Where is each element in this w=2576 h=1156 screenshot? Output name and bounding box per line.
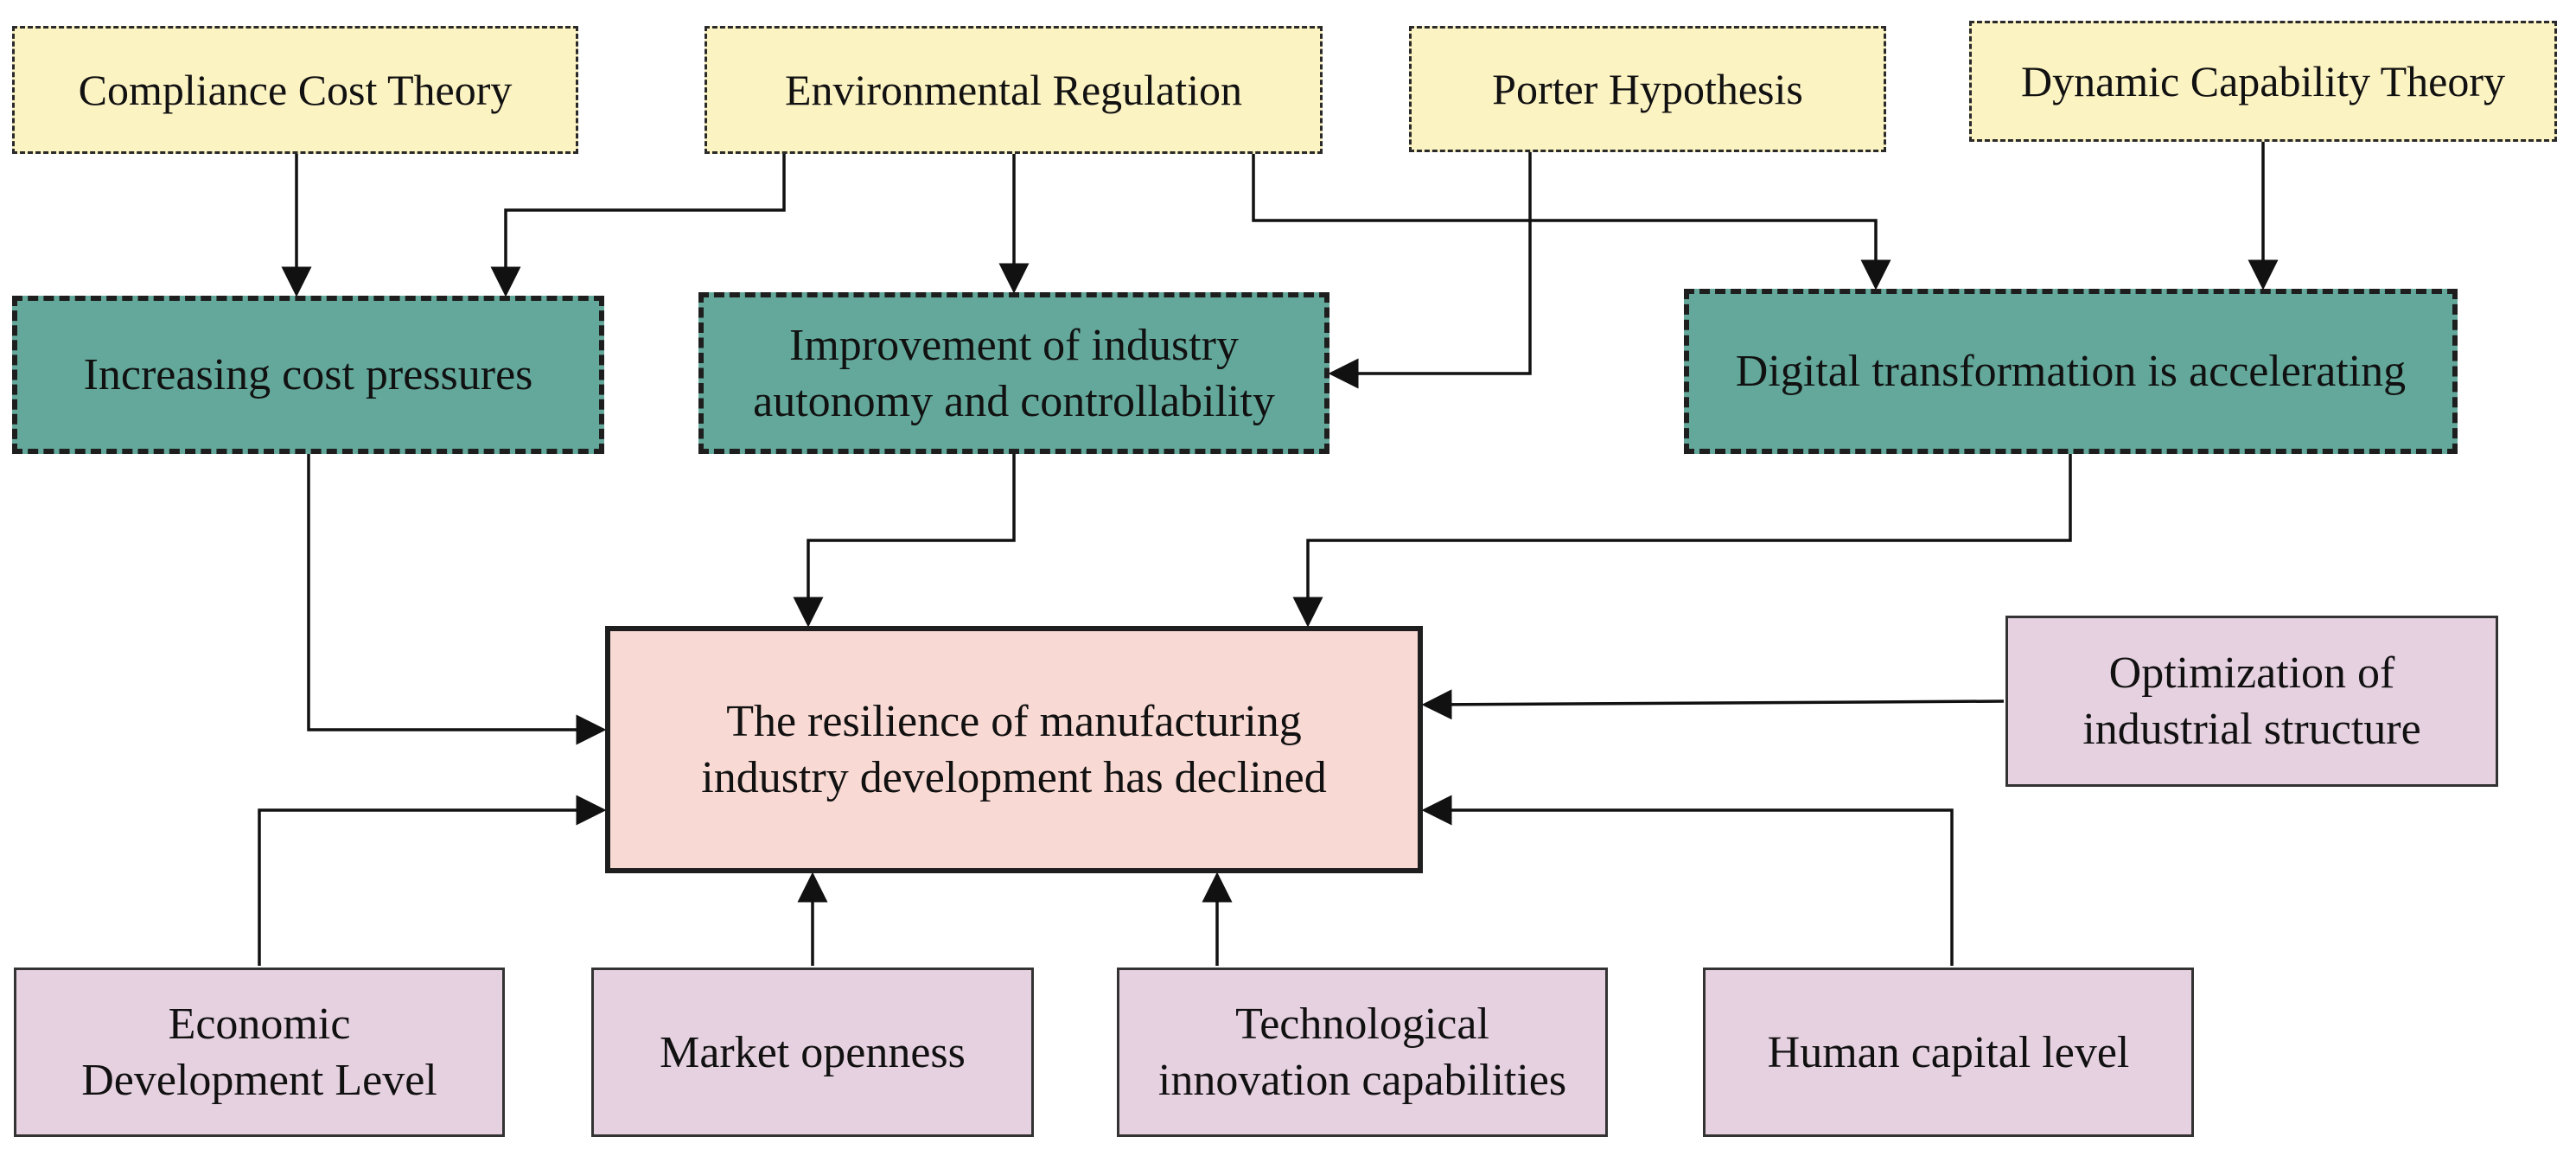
arrow-cost-to-outcome xyxy=(307,454,607,745)
compliance-cost-theory-box: Compliance Cost Theory xyxy=(12,26,578,154)
arrow-autonomy-to-outcome xyxy=(793,454,1016,628)
industrial-structure-box: Optimization of industrial structure xyxy=(2005,616,2498,787)
human-capital-box: Human capital level xyxy=(1703,968,2194,1137)
dynamic-capability-theory-box: Dynamic Capability Theory xyxy=(1969,21,2557,142)
arrow-digital-to-outcome xyxy=(1292,454,2072,628)
technological-innovation-box: Technological innovation capabilities xyxy=(1117,968,1608,1137)
cost-pressures-label: Increasing cost pressures xyxy=(83,350,533,399)
industrial-structure-label-line2: industrial structure xyxy=(2082,705,2421,754)
market-openness-label: Market openness xyxy=(660,1027,966,1077)
outcome-label-line1: The resilience of manufacturing xyxy=(726,697,1302,746)
porter-hypothesis-box: Porter Hypothesis xyxy=(1409,26,1886,152)
tech-label-line2: innovation capabilities xyxy=(1157,1056,1567,1105)
market-openness-box: Market openness xyxy=(591,968,1034,1137)
economic-label-line1: Economic xyxy=(168,1000,351,1049)
autonomy-label-line1: Improvement of industry xyxy=(789,320,1239,370)
autonomy-label-line2: autonomy and controllability xyxy=(753,376,1275,426)
industrial-structure-label-line1: Optimization of xyxy=(2108,648,2395,698)
dynamic-capability-theory-label: Dynamic Capability Theory xyxy=(2020,56,2506,105)
digital-transformation-box: Digital transformation is accelerating xyxy=(1684,289,2458,454)
compliance-cost-theory-label: Compliance Cost Theory xyxy=(78,65,513,114)
porter-hypothesis-label: Porter Hypothesis xyxy=(1492,64,1803,113)
manufacturing-resilience-box: The resilience of manufacturing industry… xyxy=(605,626,1423,873)
arrow-human-to-outcome xyxy=(1421,795,1954,966)
arrow-regulation-to-cost xyxy=(490,154,786,297)
environmental-regulation-label: Environmental Regulation xyxy=(784,65,1243,114)
autonomy-controllability-box: Improvement of industry autonomy and con… xyxy=(698,292,1329,454)
tech-label-line1: Technological xyxy=(1235,1000,1489,1049)
arrow-economic-to-outcome xyxy=(258,795,607,966)
arrow-regulation-to-digital xyxy=(1252,154,1891,291)
digital-transformation-label: Digital transformation is accelerating xyxy=(1735,347,2407,396)
economic-development-box: Economic Development Level xyxy=(14,968,505,1137)
economic-label-line2: Development Level xyxy=(81,1056,437,1105)
cost-pressures-box: Increasing cost pressures xyxy=(12,296,604,454)
human-capital-label: Human capital level xyxy=(1767,1027,2130,1077)
environmental-regulation-box: Environmental Regulation xyxy=(705,26,1323,154)
arrow-structure-to-outcome xyxy=(1421,689,2005,720)
arrow-porter-to-autonomy xyxy=(1328,152,1532,389)
outcome-label-line2: industry development has declined xyxy=(701,753,1327,802)
